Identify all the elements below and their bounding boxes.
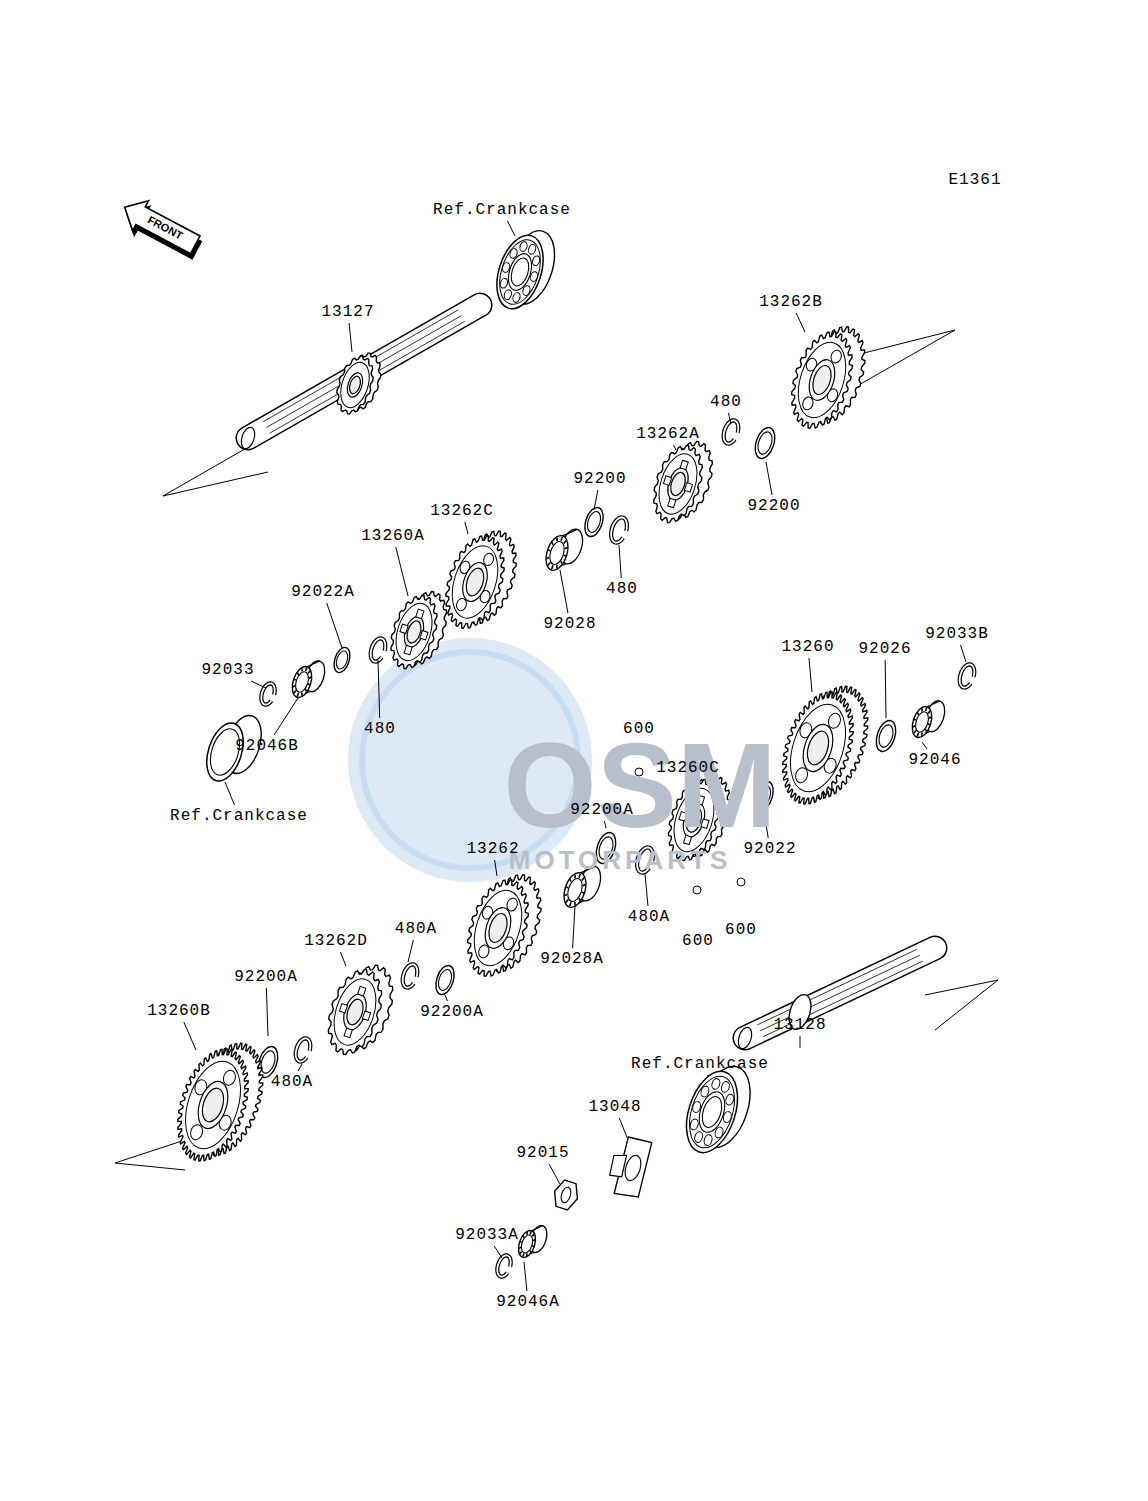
leader-line <box>274 698 298 735</box>
watermark: MOTORPARTS <box>509 847 731 873</box>
callout-number: 92015 <box>516 1145 569 1161</box>
callout-number: 92022A <box>291 584 355 600</box>
callout-number: 13262B <box>759 294 823 310</box>
leader-line <box>560 570 568 613</box>
leader-line <box>327 603 342 648</box>
leader-line <box>396 547 408 596</box>
callout-number: 480A <box>395 921 437 937</box>
leader-line <box>184 1022 196 1050</box>
leader-line <box>809 658 812 692</box>
reference-label: Ref.Crankcase <box>170 808 308 824</box>
callout-number: 92046 <box>908 752 961 768</box>
leader-line <box>349 323 352 352</box>
callout-number: 13262C <box>430 503 494 519</box>
leader-line <box>225 782 234 805</box>
callout-number: 92200 <box>573 471 626 487</box>
leader-line <box>251 681 266 688</box>
leader-line <box>465 522 468 534</box>
callout-number: 92033A <box>455 1227 519 1243</box>
callout-number: 480 <box>364 721 396 737</box>
callout-number: 13048 <box>588 1099 641 1115</box>
callout-number: 92200A <box>234 969 298 985</box>
reference-label: Ref.Crankcase <box>433 202 571 218</box>
leader-line <box>298 1064 302 1071</box>
callout-number: 600 <box>725 922 757 938</box>
callout-number: 92028 <box>543 616 596 632</box>
leader-line <box>729 413 732 424</box>
callout-number: 13260A <box>361 528 425 544</box>
leader-line <box>766 462 772 495</box>
callout-number: 92028A <box>540 951 604 967</box>
callout-number: 600 <box>623 721 655 737</box>
leader-line <box>378 660 380 718</box>
leader-line <box>594 490 598 510</box>
callout-number: 13127 <box>321 304 374 320</box>
callout-number: 92200A <box>570 802 634 818</box>
callout-number: 600 <box>682 933 714 949</box>
leader-line <box>619 1118 628 1140</box>
callout-number: 13262A <box>636 426 700 442</box>
leader-line <box>508 221 516 236</box>
leader-line <box>495 860 497 876</box>
callout-number: 92033 <box>201 662 254 678</box>
leader-line <box>445 995 447 1001</box>
callout-number: 92046A <box>496 1294 560 1310</box>
leader-line <box>524 1262 527 1291</box>
leader-line <box>674 445 677 450</box>
callout-number: 92026 <box>858 641 911 657</box>
watermark: OSM <box>503 725 776 845</box>
leader-line <box>885 660 887 718</box>
callout-number: 92033B <box>925 626 989 642</box>
callout-number: 92022 <box>743 841 796 857</box>
callout-number: 92200 <box>747 498 800 514</box>
callout-number: 480 <box>606 581 638 597</box>
callout-number: 480A <box>271 1074 313 1090</box>
callout-number: 13260B <box>147 1003 211 1019</box>
callout-number: 92200A <box>420 1004 484 1020</box>
leader-line <box>408 940 413 962</box>
reference-label: Ref.Crankcase <box>631 1056 769 1072</box>
leader-line <box>266 988 268 1036</box>
leader-line <box>796 313 805 332</box>
leader-line <box>549 1164 560 1184</box>
drawing-code: E1361 <box>948 172 1001 188</box>
callout-number: 13262D <box>304 933 368 949</box>
leader-line <box>340 952 346 966</box>
callout-number: 13262 <box>466 841 519 857</box>
callout-number: 13128 <box>773 1017 826 1033</box>
leader-line <box>573 906 575 948</box>
callout-number: 480 <box>710 394 742 410</box>
leader-line <box>961 645 966 662</box>
callout-number: 13260C <box>656 760 720 776</box>
callout-number: 13260 <box>781 639 834 655</box>
leader-line <box>707 1075 709 1076</box>
leader-line <box>922 742 927 749</box>
leader-line <box>494 1246 502 1258</box>
leader-line <box>800 1036 801 1048</box>
leader-line <box>619 545 621 578</box>
callout-number: 480A <box>628 909 670 925</box>
leader-line <box>645 874 648 906</box>
callout-number: 92046B <box>235 738 299 754</box>
